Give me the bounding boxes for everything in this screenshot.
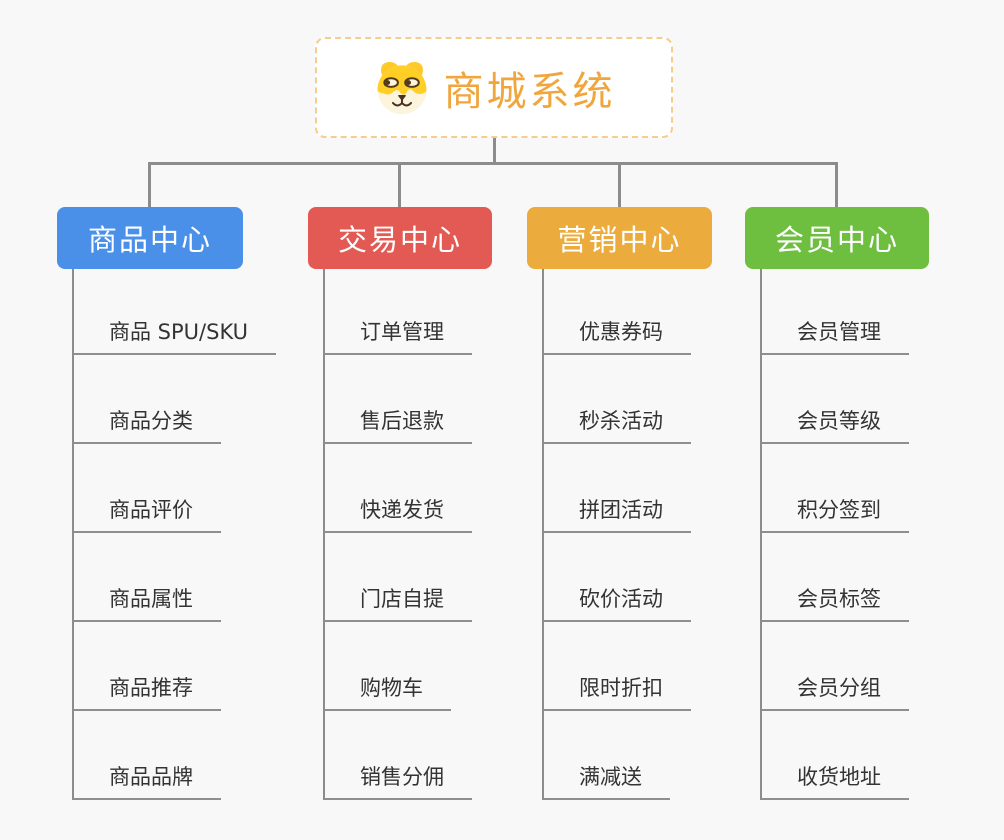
connector-drop-product (148, 162, 151, 208)
topic-item[interactable]: 限时折扣 (544, 672, 691, 711)
topic-item[interactable]: 优惠券码 (544, 316, 691, 355)
connector-drop-trade (398, 162, 401, 208)
branch-header-marketing-center[interactable]: 营销中心 (527, 207, 712, 269)
branch-product-center: 商品中心 商品 SPU/SKU 商品分类 商品评价 商品属性 商品推荐 商品品牌 (57, 207, 297, 807)
topic-item[interactable]: 商品品牌 (74, 761, 221, 800)
branch-trunk-marketing-center: 优惠券码 秒杀活动 拼团活动 砍价活动 限时折扣 满减送 (542, 269, 762, 800)
root-topic-node[interactable]: 商城系统 (315, 37, 673, 138)
branch-trunk-member-center: 会员管理 会员等级 积分签到 会员标签 会员分组 收货地址 (760, 269, 980, 800)
connector-root-stem (493, 137, 496, 164)
topic-item[interactable]: 拼团活动 (544, 494, 691, 533)
branch-header-member-center[interactable]: 会员中心 (745, 207, 929, 269)
topic-item[interactable]: 积分签到 (762, 494, 909, 533)
topic-item[interactable]: 砍价活动 (544, 583, 691, 622)
topic-item[interactable]: 商品属性 (74, 583, 221, 622)
topic-item[interactable]: 销售分佣 (325, 761, 472, 800)
topic-item[interactable]: 购物车 (325, 672, 451, 711)
root-topic-title: 商城系统 (443, 68, 616, 115)
topic-item[interactable]: 门店自提 (325, 583, 472, 622)
topic-item[interactable]: 商品分类 (74, 405, 221, 444)
topic-item[interactable]: 商品推荐 (74, 672, 221, 711)
branch-member-center: 会员中心 会员管理 会员等级 积分签到 会员标签 会员分组 收货地址 (745, 207, 985, 807)
connector-rail (149, 162, 838, 165)
branch-header-trade-center[interactable]: 交易中心 (308, 207, 492, 269)
dog-face-icon (377, 61, 426, 114)
topic-item[interactable]: 订单管理 (325, 316, 472, 355)
connector-drop-marketing (618, 162, 621, 208)
topic-item[interactable]: 商品 SPU/SKU (74, 316, 277, 355)
connector-drop-member (835, 162, 838, 208)
topic-item[interactable]: 会员管理 (762, 316, 909, 355)
topic-item[interactable]: 商品评价 (74, 494, 221, 533)
topic-item[interactable]: 收货地址 (762, 761, 909, 800)
topic-item[interactable]: 售后退款 (325, 405, 472, 444)
branch-trunk-trade-center: 订单管理 售后退款 快递发货 门店自提 购物车 销售分佣 (323, 269, 543, 800)
topic-item[interactable]: 会员分组 (762, 672, 909, 711)
topic-item[interactable]: 会员等级 (762, 405, 909, 444)
branch-trade-center: 交易中心 订单管理 售后退款 快递发货 门店自提 购物车 销售分佣 (308, 207, 548, 807)
topic-item[interactable]: 快递发货 (325, 494, 472, 533)
topic-item[interactable]: 秒杀活动 (544, 405, 691, 444)
topic-item[interactable]: 会员标签 (762, 583, 909, 622)
branch-marketing-center: 营销中心 优惠券码 秒杀活动 拼团活动 砍价活动 限时折扣 满减送 (527, 207, 767, 807)
branch-header-product-center[interactable]: 商品中心 (57, 207, 243, 269)
topic-item[interactable]: 满减送 (544, 761, 670, 800)
branch-trunk-product-center: 商品 SPU/SKU 商品分类 商品评价 商品属性 商品推荐 商品品牌 (72, 269, 292, 800)
